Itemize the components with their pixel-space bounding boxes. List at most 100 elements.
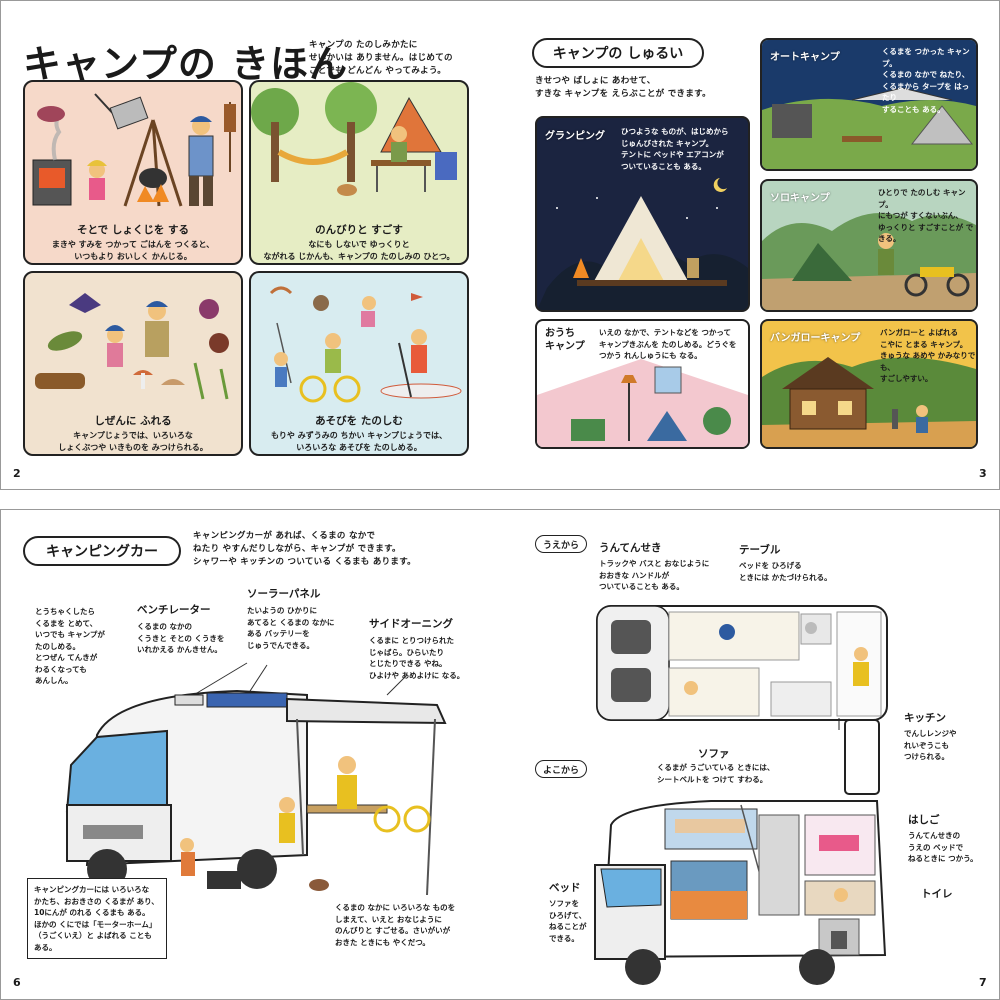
intro-line: せいかいは ありません。はじめての — [309, 53, 453, 63]
sofa-body: くるまが うごいている ときには、 シートベルトを つけて すわる。 — [657, 762, 774, 785]
panel-body: キャンプじょうでは、いろいろな しょくぶつや いきものを みつけられる。 — [25, 430, 241, 454]
body-line: れいぞうこも — [904, 740, 949, 750]
desc-line: こやに とまる キャンプ。 — [880, 339, 968, 349]
panel-body: まきや すみを つかって ごはんを つくると、 いつもより おいしく かんじる。 — [25, 239, 241, 263]
page-intro: キャンプの たのしみかたに せいかいは ありません。はじめての ことでも どんど… — [309, 39, 489, 78]
desc-line: ひとりで たのしむ キャンプ。 — [878, 188, 966, 209]
page-title: キャンプの きほん — [23, 42, 349, 86]
callout-title: ベンチレーター — [137, 604, 211, 616]
callout-body: うんてんせきの うえの ベッドで ねるときに つかう。 — [908, 830, 978, 865]
body-line: くるまの なかの — [137, 622, 192, 631]
text-line: のんびりと すごせる。さいがいが — [335, 926, 451, 935]
desc-line: じゅんびされた キャンプ。 — [621, 138, 714, 148]
desc-line: バンガローと よばれる — [880, 328, 958, 337]
panel-title: しぜんに ふれる — [94, 415, 172, 427]
body-line: ソファを — [549, 899, 579, 908]
camper-note-box: キャンピングカーには いろいろな かたち、おおきさの くるまが あり、 10にん… — [27, 878, 167, 959]
panel-body: なにも しないで ゆっくりと ながれる じかんも、キャンプの たのしみの ひとつ… — [251, 239, 467, 263]
page-number: 3 — [979, 467, 987, 480]
intro-line: キャンプの たのしみかたに — [309, 40, 418, 50]
auto-camp-illustration — [762, 40, 976, 169]
callout-body: ベッドを ひろげる ときには かたづけられる。 — [739, 560, 832, 583]
desc-line: ついていることも ある。 — [621, 161, 706, 171]
body-line: ときには かたづけられる。 — [739, 572, 832, 582]
text-line: いつでも キャンプが — [35, 630, 105, 639]
types-intro: きせつや ばしょに あわせて、 すきな キャンプを えらぶことが できます。 — [535, 75, 765, 101]
intro-line: すきな キャンプを えらぶことが できます。 — [535, 89, 711, 99]
panel-body-line: いろいろな あそびを たのしめる。 — [296, 443, 422, 452]
intro-line: シャワーや キッチンの ついている くるまも あります。 — [193, 557, 416, 567]
intro-line: ことでも どんどん やってみよう。 — [309, 66, 447, 76]
body-line: つけられる。 — [904, 752, 949, 761]
page-number: 2 — [13, 467, 21, 480]
body-line: くるまが うごいている ときには、 — [657, 763, 775, 772]
body-line: できる。 — [549, 933, 579, 943]
body-line: トラックや バスと おなじように — [599, 559, 710, 568]
body-line: うえの ベッドで — [908, 842, 964, 852]
desc-line: キャンプきぶんを たのしめる。どうぐを — [599, 339, 737, 349]
callout-body: たいようの ひかりに あてると くるまの なかに ある バッテリーを じゅうでん… — [247, 605, 334, 651]
type-home-camp: おうち キャンプ いえの なかで、テントなどを つかって キャンプきぶんを たの… — [535, 319, 750, 449]
note-line: （うごくいえ）と よばれる ことも — [34, 931, 152, 940]
note-line: かたち、おおきさの くるまが あり、 — [34, 896, 159, 906]
camper-van-illustration — [65, 662, 447, 896]
spread-pages-2-3: キャンプの きほん キャンプの たのしみかたに せいかいは ありません。はじめて… — [0, 0, 1000, 490]
type-title: グランピング — [545, 131, 605, 142]
callout-title: はしご — [908, 814, 940, 826]
type-title: おうち キャンプ — [545, 328, 585, 352]
top-view-label: うえから — [535, 535, 587, 553]
body-line: ひろげて、 — [549, 910, 587, 920]
body-line: ねるときに つかう。 — [908, 854, 978, 863]
camper-intro: キャンピングカーが あれば、くるまの なかで ねたり やすんだりしながら、キャン… — [193, 530, 473, 569]
callout-title: テーブル — [739, 544, 781, 556]
desc-line: テントに ベッドや エアコンが — [621, 150, 724, 159]
side-view-label: よこから — [535, 760, 587, 778]
callout-body: くるまの なかの くうきと そとの くうきを いれかえる かんきせん。 — [137, 621, 224, 656]
callout-title: ベッド — [549, 882, 581, 894]
intro-line: ねたり やすんだりしながら、キャンプが できます。 — [193, 544, 401, 554]
panel-cooking: そとで しょくじを する まきや すみを つかって ごはんを つくると、 いつも… — [23, 80, 243, 265]
panel-title: そとで しょくじを する — [77, 224, 189, 236]
text-line: わるくなっても — [35, 664, 87, 674]
body-line: ベッドを ひろげる — [739, 561, 802, 570]
type-bungalow-camp: バンガローキャンプ バンガローと よばれる こやに とまる キャンプ。 きゅうな… — [760, 319, 978, 449]
note-line: ある。 — [34, 942, 57, 952]
relax-illustration — [251, 82, 457, 196]
type-desc: バンガローと よばれる こやに とまる キャンプ。 きゅうな あめや かみなりで… — [880, 327, 976, 385]
panel-body-line: しょくぶつや いきものを みつけられる。 — [58, 443, 208, 452]
panel-title: のんびりと すごす — [315, 224, 403, 236]
body-line: あてると くるまの なかに — [247, 617, 335, 627]
intro-line: きせつや ばしょに あわせて、 — [535, 76, 656, 86]
callout-bed: ベッド ソファを ひろげて、 ねることが できる。 — [549, 880, 587, 944]
type-desc: ひとりで たのしむ キャンプ。 にもつが すくないぶん、 ゆっくりと すごすこと… — [878, 187, 976, 245]
page-number: 7 — [979, 976, 987, 989]
type-solo-camp: ソロキャンプ ひとりで たのしむ キャンプ。 にもつが すくないぶん、 ゆっくり… — [760, 179, 978, 312]
arrival-text: とうちゃくしたら くるまを とめて、 いつでも キャンプが たのしめる。 とつぜ… — [35, 606, 135, 687]
type-auto-camp: オートキャンプ くるまを つかった キャンプ。 くるまの なかで ねたり、 くる… — [760, 38, 978, 171]
nature-illustration — [35, 293, 229, 400]
body-line: ある バッテリーを — [247, 629, 310, 638]
body-line: とじたりできる やね。 — [369, 659, 447, 668]
type-desc: いえの なかで、テントなどを つかって キャンプきぶんを たのしめる。どうぐを … — [599, 327, 736, 362]
panel-body-line: キャンプじょうでは、いろいろな — [73, 431, 193, 440]
body-line: シートベルトを つけて すわる。 — [657, 774, 768, 784]
bungalow-camp-illustration — [762, 357, 976, 447]
body-line: でんしレンジや — [904, 729, 957, 738]
home-camp-illustration — [537, 359, 748, 447]
desc-line: にもつが すくないぶん、 — [878, 211, 963, 220]
desc-line: ゆっくりと すごすことが できる。 — [878, 222, 974, 244]
callout-kitchen: キッチン でんしレンジや れいぞうこも つけられる。 — [904, 710, 957, 763]
body-line: じゃばら。ひらいたり — [369, 647, 444, 657]
body-line: たいようの ひかりに — [247, 606, 317, 615]
callout-body: トラックや バスと おなじように おおきな ハンドルが ついていることも ある。 — [599, 558, 709, 593]
callout-table: テーブル ベッドを ひろげる ときには かたづけられる。 — [739, 542, 832, 583]
callout-toilet: トイレ — [921, 888, 953, 900]
cooking-illustration — [32, 93, 236, 207]
intro-line: キャンピングカーが あれば、くるまの なかで — [193, 531, 376, 541]
callout-ventilator: ベンチレーター くるまの なかの くうきと そとの くうきを いれかえる かんき… — [137, 602, 224, 656]
type-glamping: グランピング ひつような ものが、はじめから じゅんびされた キャンプ。 テント… — [535, 116, 750, 312]
note-line: ほかの くにでは「モーターホーム」 — [34, 919, 157, 929]
panel-play: あそびを たのしむ もりや みずうみの ちかい キャンプじょうでは、 いろいろな… — [249, 271, 469, 456]
panel-body-line: いつもより おいしく かんじる。 — [74, 252, 192, 261]
body-line: じゅうでんできる。 — [247, 640, 314, 650]
